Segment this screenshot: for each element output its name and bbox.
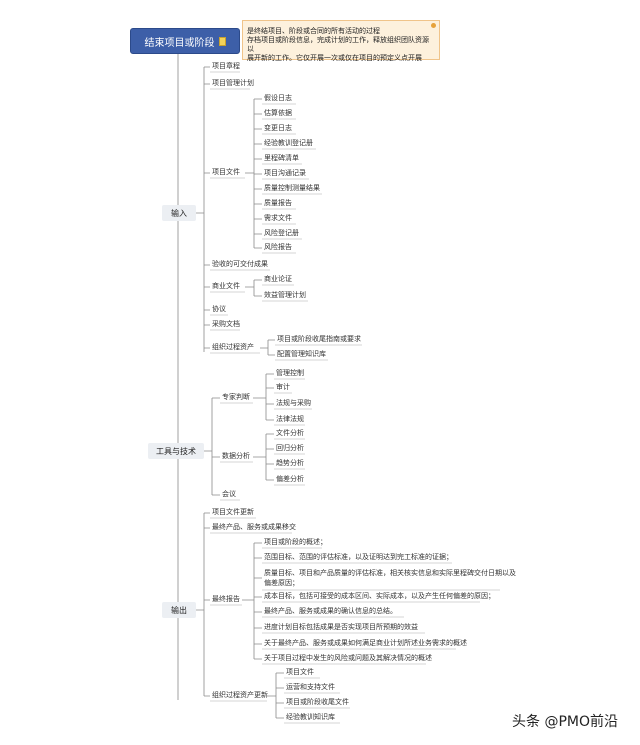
opa-item[interactable]: 配置管理知识库 <box>277 350 326 358</box>
report-item[interactable]: 质量目标、项目和产品质量的评估标准，相关核实信息和实际里程碑交付日期以及 <box>264 569 516 577</box>
doc-item[interactable]: 风险报告 <box>264 243 292 251</box>
report-item[interactable]: 成本目标，包括可接受的成本区间、实际成本，以及产生任何偏差的原因； <box>264 592 495 600</box>
note-line: 展开新的工作。它仅开展一次或仅在项目的预定义点开展 <box>247 54 422 62</box>
doc-item[interactable]: 里程碑清单 <box>264 154 299 162</box>
expert-item[interactable]: 管理控制 <box>276 369 304 377</box>
doc-item[interactable]: 项目沟通记录 <box>264 169 306 177</box>
output-transition[interactable]: 最终产品、服务或成果移交 <box>212 523 296 531</box>
tool-meetings[interactable]: 会议 <box>222 490 236 498</box>
note-icon <box>218 36 226 46</box>
output-opa-update[interactable]: 组织过程资产更新 <box>212 691 268 699</box>
pin-icon <box>431 23 436 28</box>
doc-item[interactable]: 质量报告 <box>264 199 292 207</box>
note-line: 是终结项目、阶段或合同的所有活动的过程 <box>247 27 380 35</box>
input-charter[interactable]: 项目章程 <box>212 62 240 70</box>
input-pm-plan[interactable]: 项目管理计划 <box>212 79 254 87</box>
root-note: 是终结项目、阶段或合同的所有活动的过程 存档项目或阶段信息，完成计划的工作，释放… <box>242 20 440 62</box>
opa-update-item[interactable]: 项目文件 <box>286 668 314 676</box>
doc-item[interactable]: 需求文件 <box>264 214 292 222</box>
expert-item[interactable]: 法律法规 <box>276 415 304 423</box>
tool-data-analysis[interactable]: 数据分析 <box>222 452 250 460</box>
root-title: 结束项目或阶段 <box>144 37 215 49</box>
business-item[interactable]: 效益管理计划 <box>264 291 306 299</box>
output-final-report[interactable]: 最终报告 <box>212 595 240 603</box>
business-item[interactable]: 商业论证 <box>264 275 292 283</box>
expert-item[interactable]: 法规与采购 <box>276 399 311 407</box>
analysis-item[interactable]: 文件分析 <box>276 429 304 437</box>
report-item[interactable]: 关于项目过程中发生的风险或问题及其解决情况的概述 <box>264 654 432 662</box>
root-node[interactable]: 结束项目或阶段 <box>130 28 240 54</box>
input-procurement[interactable]: 采购文档 <box>212 320 240 328</box>
input-business-docs[interactable]: 商业文件 <box>212 282 240 290</box>
watermark: 头条 @PMO前沿 <box>512 714 618 730</box>
category-output[interactable]: 输出 <box>162 602 196 618</box>
report-item[interactable]: 项目或阶段的概述； <box>264 538 327 546</box>
opa-update-item[interactable]: 经验教训知识库 <box>286 713 335 721</box>
report-item[interactable]: 范围目标、范围的评估标准，以及证明达到完工标准的证据； <box>264 553 453 561</box>
doc-item[interactable]: 变更日志 <box>264 124 292 132</box>
opa-update-item[interactable]: 运营和支持文件 <box>286 683 335 691</box>
report-item[interactable]: 进度计划目标包括成果是否实现项目所预期的效益 <box>264 623 418 631</box>
report-item[interactable]: 偏差原因； <box>264 579 299 587</box>
opa-item[interactable]: 项目或阶段收尾指南或要求 <box>277 335 361 343</box>
report-item[interactable]: 最终产品、服务或成果的确认信息的总结。 <box>264 607 397 615</box>
doc-item[interactable]: 质量控制测量结果 <box>264 184 320 192</box>
analysis-item[interactable]: 回归分析 <box>276 444 304 452</box>
report-item[interactable]: 关于最终产品、服务或成果如何满足商业计划所述业务需求的概述 <box>264 639 467 647</box>
doc-item[interactable]: 经验教训登记册 <box>264 139 313 147</box>
input-agreements[interactable]: 协议 <box>212 305 226 313</box>
tool-expert-judgment[interactable]: 专家判断 <box>222 393 250 401</box>
category-tools[interactable]: 工具与技术 <box>148 443 204 459</box>
doc-item[interactable]: 假设日志 <box>264 94 292 102</box>
category-input[interactable]: 输入 <box>162 205 196 221</box>
doc-item[interactable]: 风险登记册 <box>264 229 299 237</box>
input-project-docs[interactable]: 项目文件 <box>212 168 240 176</box>
analysis-item[interactable]: 趋势分析 <box>276 459 304 467</box>
note-line: 存档项目或阶段信息，完成计划的工作，释放组织团队资源以 <box>247 36 429 53</box>
input-opa[interactable]: 组织过程资产 <box>212 343 254 351</box>
output-docs-update[interactable]: 项目文件更新 <box>212 508 254 516</box>
input-accepted-deliverables[interactable]: 验收的可交付成果 <box>212 260 268 268</box>
opa-update-item[interactable]: 项目或阶段收尾文件 <box>286 698 349 706</box>
doc-item[interactable]: 估算依据 <box>264 109 292 117</box>
analysis-item[interactable]: 偏差分析 <box>276 475 304 483</box>
expert-item[interactable]: 审计 <box>276 383 290 391</box>
